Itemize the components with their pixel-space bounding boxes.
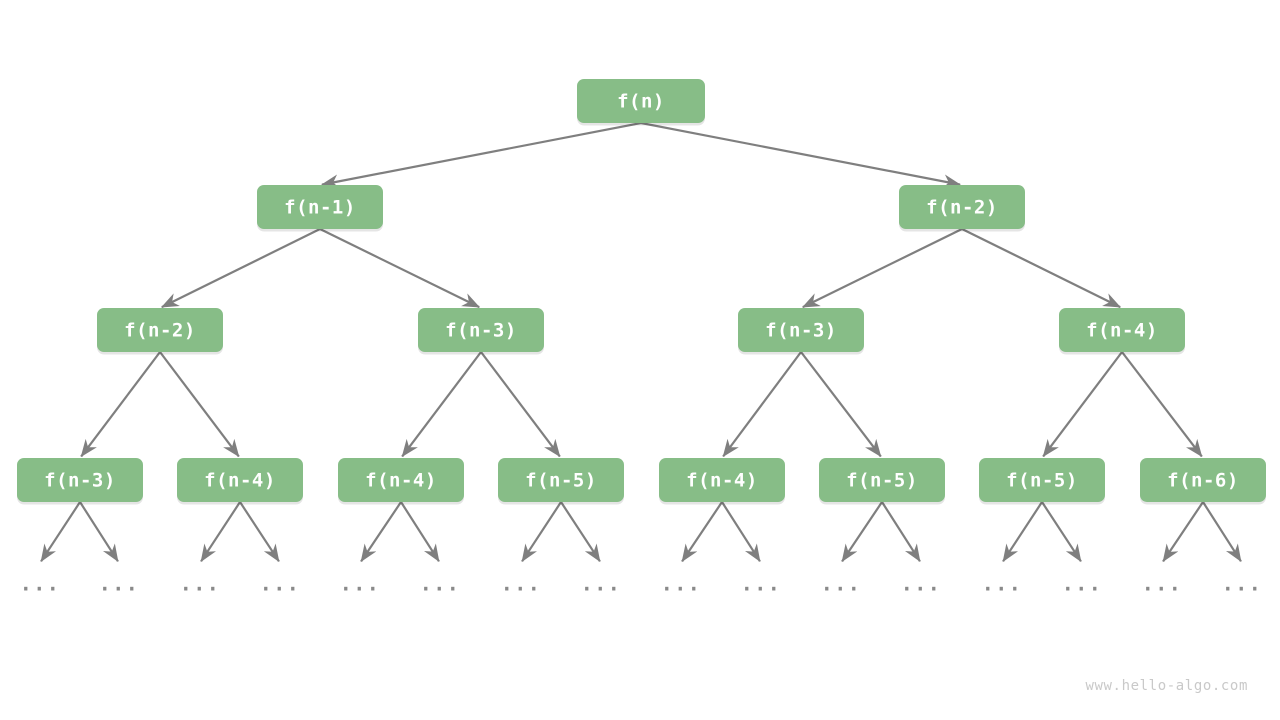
tree-node[interactable]: f(n-4) [338,458,464,505]
nodes-layer: f(n) f(n-1) f(n-2) f(n-2) f(n-3) f(n-3) f(n-4)… [17,79,1266,505]
ellipsis-marker: ... [982,572,1023,596]
tree-edge [961,228,1121,309]
node-box[interactable] [577,79,705,123]
tree-leaf-edge [360,501,402,563]
tree-leaf-edge [721,501,761,563]
tree-leaf-edge [239,501,280,563]
tree-leaf-edge [560,501,601,563]
node-box[interactable] [177,458,303,502]
ellipsis-layer: ........................................… [20,572,1263,596]
node-box[interactable] [338,458,464,502]
tree-leaf-edge [200,501,241,563]
tree-edge [319,228,480,309]
ellipsis-marker: ... [99,572,140,596]
node-label: f(n-3) [765,320,837,342]
node-label: f(n-4) [365,470,437,492]
tree-node[interactable]: f(n-6) [1140,458,1266,505]
ellipsis-marker: ... [1142,572,1183,596]
node-label: f(n-1) [284,197,356,219]
node-box[interactable] [899,185,1025,229]
tree-leaf-edge [841,501,883,563]
tree-edge [80,351,161,458]
leaf-edges-layer [40,501,1242,563]
tree-edge [1042,351,1123,458]
node-label: f(n-3) [445,320,517,342]
node-label: f(n-5) [846,470,918,492]
ellipsis-marker: ... [661,572,702,596]
tree-edge [640,121,961,189]
ellipsis-marker: ... [821,572,862,596]
tree-edge [1121,351,1203,458]
tree-edge [159,351,240,458]
node-box[interactable] [498,458,624,502]
tree-leaf-edge [40,501,81,563]
ellipsis-marker: ... [741,572,782,596]
edges-layer [80,121,1203,458]
node-box[interactable] [1059,308,1185,352]
tree-node[interactable]: f(n) [577,79,705,126]
tree-edge [321,121,642,189]
node-label: f(n-4) [204,470,276,492]
node-box[interactable] [418,308,544,352]
node-label: f(n-6) [1167,470,1239,492]
tree-leaf-edge [79,501,119,563]
tree-leaf-edge [681,501,723,563]
node-label: f(n-4) [686,470,758,492]
tree-node[interactable]: f(n-5) [979,458,1105,505]
tree-node[interactable]: f(n-3) [17,458,143,505]
tree-leaf-edge [521,501,562,563]
tree-edge [722,351,802,458]
tree-leaf-edge [1162,501,1204,563]
tree-leaf-edge [1002,501,1043,563]
tree-node[interactable]: f(n-4) [177,458,303,505]
tree-node[interactable]: f(n-3) [418,308,544,355]
tree-edge [800,351,882,458]
node-box[interactable] [17,458,143,502]
ellipsis-marker: ... [1062,572,1103,596]
tree-leaf-edge [400,501,440,563]
ellipsis-marker: ... [901,572,942,596]
tree-edge [480,351,561,458]
node-box[interactable] [738,308,864,352]
tree-node[interactable]: f(n-4) [659,458,785,505]
node-box[interactable] [257,185,383,229]
node-label: f(n-3) [44,470,116,492]
tree-node[interactable]: f(n-2) [899,185,1025,232]
tree-leaf-edge [881,501,921,563]
tree-node[interactable]: f(n-4) [1059,308,1185,355]
tree-leaf-edge [1041,501,1082,563]
ellipsis-marker: ... [581,572,622,596]
node-box[interactable] [979,458,1105,502]
tree-edge [802,228,963,309]
node-box[interactable] [659,458,785,502]
node-label: f(n-2) [124,320,196,342]
ellipsis-marker: ... [420,572,461,596]
tree-node[interactable]: f(n-3) [738,308,864,355]
tree-node[interactable]: f(n-5) [498,458,624,505]
ellipsis-marker: ... [180,572,221,596]
ellipsis-marker: ... [340,572,381,596]
node-box[interactable] [97,308,223,352]
tree-node[interactable]: f(n-1) [257,185,383,232]
watermark: www.hello-algo.com [1085,678,1248,694]
tree-node[interactable]: f(n-2) [97,308,223,355]
node-label: f(n-5) [1006,470,1078,492]
node-box[interactable] [1140,458,1266,502]
node-box[interactable] [819,458,945,502]
ellipsis-marker: ... [501,572,542,596]
node-label: f(n) [617,91,665,113]
node-label: f(n-5) [525,470,597,492]
node-label: f(n-4) [1086,320,1158,342]
tree-edge [401,351,482,458]
ellipsis-marker: ... [260,572,301,596]
ellipsis-marker: ... [20,572,61,596]
tree-edge [161,228,321,309]
ellipsis-marker: ... [1222,572,1263,596]
tree-leaf-edge [1202,501,1242,563]
tree-node[interactable]: f(n-5) [819,458,945,505]
node-label: f(n-2) [926,197,998,219]
